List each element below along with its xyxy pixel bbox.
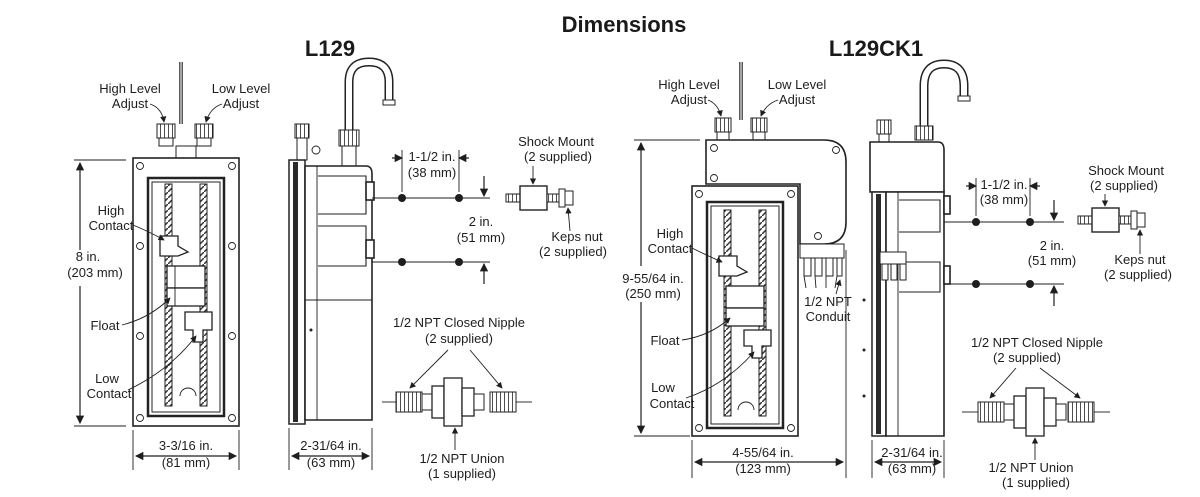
l129ck1-high-contact-label-2: Contact [648,241,693,256]
l129-width-label: 3-3/16 in. [159,438,213,453]
l129-low-level-adjust-label-2: Adjust [223,96,260,111]
l129-shock-mount [505,185,574,211]
model-name-l129ck1: L129CK1 [829,36,923,61]
model-name-l129: L129 [305,36,355,61]
l129-height-label-2: (203 mm) [67,265,123,280]
l129ck1-nipple-union [962,387,1110,437]
l129ck1-shock-mount [1077,207,1146,233]
l129ck1-height-label-2: (250 mm) [625,286,681,301]
l129-depth-label-2: (63 mm) [307,455,355,470]
l129ck1-high-contact-label: High [657,226,684,241]
l129ck1-keps-nut-label: Keps nut [1114,252,1166,267]
l129ck1-depth-label: 2-31/64 in. [881,445,942,460]
l129-hole-spacing [372,150,490,284]
l129-front-view [132,62,240,427]
l129-shock-mount-label: Shock Mount [518,134,594,149]
l129-spacing-h-label-2: (38 mm) [408,165,456,180]
l129ck1-high-level-adjust-label: High Level [658,77,720,92]
l129ck1-hole-spacing [944,178,1064,306]
l129ck1-spacing-h-label: 1-1/2 in. [981,177,1028,192]
l129ck1-nipple-label-2: (2 supplied) [993,350,1061,365]
l129-depth-label: 2-31/64 in. [300,438,361,453]
l129ck1-low-contact-label-2: Contact [650,396,695,411]
l129-high-level-adjust-label: High Level [99,81,161,96]
l129-union-label: 1/2 NPT Union [419,451,504,466]
l129-spacing-v-label: 2 in. [469,214,494,229]
page-title: Dimensions [562,12,687,37]
l129-nipple-label-2: (2 supplied) [425,331,493,346]
l129-float-label: Float [91,318,120,333]
l129-low-level-adjust-label: Low Level [212,81,271,96]
l129ck1-high-level-adjust-label-2: Adjust [671,92,708,107]
l129ck1-float-label: Float [651,333,680,348]
l129-keps-nut-label-2: (2 supplied) [539,244,607,259]
l129-high-level-adjust-label-2: Adjust [112,96,149,111]
l129ck1-union-label-2: (1 supplied) [1002,475,1070,490]
l129-nipple-union [382,377,532,427]
l129-nipple-label: 1/2 NPT Closed Nipple [393,315,525,330]
l129-keps-nut-label: Keps nut [551,229,603,244]
l129-union-label-2: (1 supplied) [428,466,496,481]
l129-spacing-h-label: 1-1/2 in. [409,149,456,164]
l129-high-contact-label: High [98,203,125,218]
l129ck1-front-view [691,62,847,437]
l129ck1-conduit-label-2: Conduit [806,309,851,324]
l129ck1-low-contact-label: Low [651,380,675,395]
l129ck1-nipple-label: 1/2 NPT Closed Nipple [971,335,1103,350]
l129-low-contact-label-2: Contact [87,386,132,401]
l129ck1-side-view [862,59,971,437]
l129ck1-depth-label-2: (63 mm) [888,461,936,476]
l129-high-contact-label-2: Contact [89,218,134,233]
l129ck1-low-level-adjust-label: Low Level [768,77,827,92]
l129ck1-width-label-2: (123 mm) [735,461,791,476]
l129ck1-keps-nut-label-2: (2 supplied) [1104,267,1172,282]
l129-spacing-v-label-2: (51 mm) [457,230,505,245]
l129ck1-conduit-label: 1/2 NPT [804,294,852,309]
l129ck1-width-label: 4-55/64 in. [732,445,793,460]
l129-side-view [288,57,396,425]
l129ck1-union-label: 1/2 NPT Union [988,460,1073,475]
l129ck1-low-level-adjust-label-2: Adjust [779,92,816,107]
l129ck1-spacing-h-label-2: (38 mm) [980,192,1028,207]
l129-width-label-2: (81 mm) [162,455,210,470]
l129-shock-mount-label-2: (2 supplied) [524,149,592,164]
l129ck1-spacing-v-label: 2 in. [1040,238,1065,253]
l129-low-contact-label: Low [95,371,119,386]
l129ck1-shock-mount-label-2: (2 supplied) [1090,178,1158,193]
l129-height-label: 8 in. [76,249,101,264]
l129ck1-height-label: 9-55/64 in. [622,271,683,286]
l129ck1-shock-mount-label: Shock Mount [1088,163,1164,178]
l129ck1-spacing-v-label-2: (51 mm) [1028,253,1076,268]
